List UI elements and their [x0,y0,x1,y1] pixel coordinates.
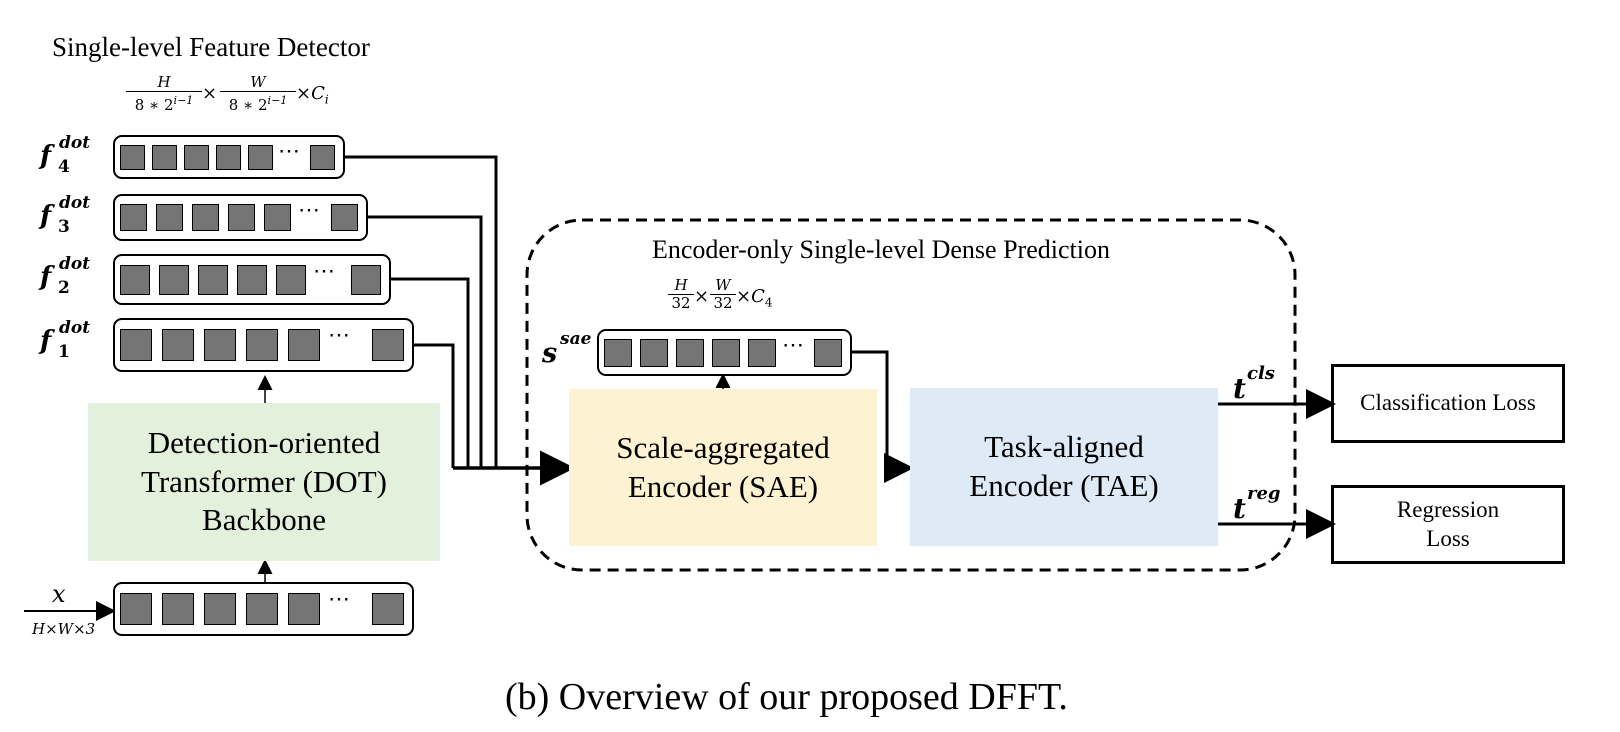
token [152,144,177,170]
token [237,264,267,295]
token [120,144,145,170]
token [162,329,194,361]
feature-size-label: H 8 ∗ 2i−1 × W 8 ∗ 2i−1 ×Ci [126,74,336,114]
left-title: Single-level Feature Detector [52,32,370,62]
token-bar-f2: ⋯ [113,254,391,305]
ellipsis: ⋯ [782,332,804,358]
token [162,593,194,625]
f4-label: f dot 4 [40,133,91,177]
ellipsis: ⋯ [328,587,350,612]
connector-f3 [368,215,483,468]
token [120,204,147,231]
token [120,329,152,361]
figure-caption: (b) Overview of our proposed DFFT. [505,676,1068,718]
token [204,329,236,361]
input-symbol: x [52,580,66,608]
f1-label: f dot 1 [40,318,91,362]
connector-sae-to-tae [852,350,914,483]
token [264,204,291,231]
token [814,338,842,367]
token-bar-f1: ⋯ [113,318,414,372]
ellipsis: ⋯ [298,198,320,223]
encoder-region-border [525,218,1297,572]
token [372,593,404,625]
token [331,204,358,231]
token-bar-input: ⋯ [113,582,414,636]
token-bar-f4: ⋯ [113,135,345,179]
token [198,264,228,295]
token [310,144,335,170]
connector-f1 [414,343,455,468]
f3-label: f dot 3 [40,193,91,237]
token [192,204,219,231]
token [288,329,320,361]
connector-f4 [345,155,498,468]
token [184,144,209,170]
token [156,204,183,231]
token [640,338,668,367]
ellipsis: ⋯ [328,323,350,348]
token [120,264,150,295]
token [351,264,381,295]
sae-size-label: H 32 × W 32 ×C4 [668,277,788,317]
token [372,329,404,361]
token [748,338,776,367]
token [246,329,278,361]
token [712,338,740,367]
token [159,264,189,295]
sae-box: Scale-aggregated Encoder (SAE) [569,389,877,546]
ellipsis: ⋯ [278,138,300,164]
dot-backbone-box: Detection-oriented Transformer (DOT) Bac… [88,403,440,561]
ellipsis: ⋯ [313,258,335,284]
token [120,593,152,625]
token [604,338,632,367]
token [204,593,236,625]
token [248,144,273,170]
input-size: H×W×3 [32,620,96,638]
f2-label: f dot 2 [40,254,91,298]
token [228,204,255,231]
tae-box: Task-aligned Encoder (TAE) [910,388,1218,546]
classification-loss-box: Classification Loss [1331,364,1565,443]
encoder-region-title: Encoder-only Single-level Dense Predicti… [652,235,1110,264]
token [216,144,241,170]
token [276,264,306,295]
token [288,593,320,625]
token-bar-sae: ⋯ [597,329,852,376]
connector-f2 [391,277,470,468]
token [246,593,278,625]
regression-loss-box: Regression Loss [1331,485,1565,564]
token-bar-f3: ⋯ [113,194,368,241]
token [676,338,704,367]
